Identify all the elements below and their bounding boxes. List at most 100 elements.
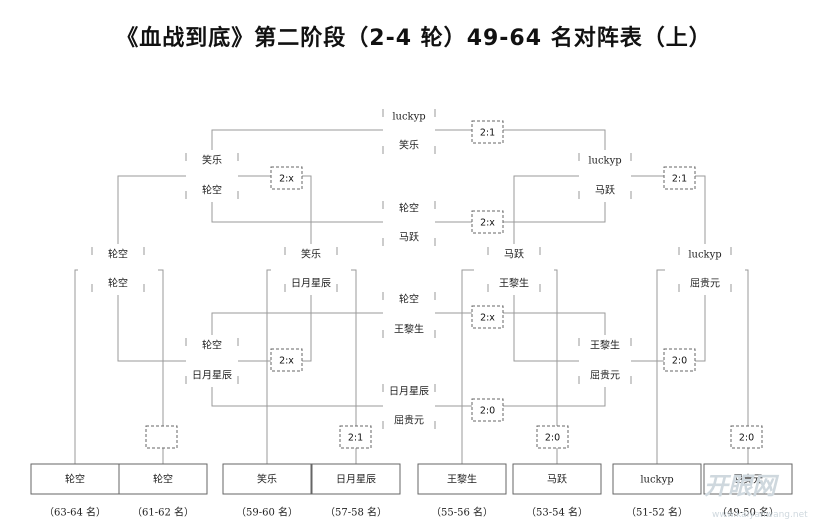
score-box-5 <box>471 305 504 329</box>
score-box-3-text: 2:1 <box>672 174 687 185</box>
watermark-logo: 开眼网 www.kaiyanwang.net <box>704 472 808 520</box>
slot-box-3 <box>222 463 312 495</box>
page-title: 《血战到底》第二阶段（2-4 轮）49-64 名对阵表（上） <box>116 26 712 51</box>
line-m12-right <box>435 387 606 407</box>
line-to-slot-2 <box>158 269 164 464</box>
match-7-top-player: 马跃 <box>504 249 524 261</box>
match-11-bottom-player: 屈贵元 <box>590 369 620 382</box>
match-12-bottom-player: 屈贵元 <box>394 414 424 427</box>
line-m11-m8 <box>631 295 706 362</box>
score-box-2-text: 2:x <box>279 174 294 185</box>
line-m1-left <box>211 129 383 150</box>
score-box-11 <box>536 425 569 449</box>
match-4-bottom-player: 马跃 <box>399 232 419 244</box>
line-m1-right <box>435 129 606 150</box>
match-4-top-player: 轮空 <box>399 202 419 215</box>
bracket-lines <box>74 109 749 464</box>
slot-6-player: 马跃 <box>547 474 567 486</box>
score-box-11-text: 2:0 <box>545 433 560 444</box>
score-box-12 <box>730 425 763 449</box>
match-7-bottom-player: 王黎生 <box>499 277 529 290</box>
score-box-7 <box>663 348 696 372</box>
match-2-top-player: 笑乐 <box>202 154 222 167</box>
line-to-slot-5 <box>461 269 474 464</box>
slot-1-rank: （63-64 名） <box>44 506 106 519</box>
score-box-8 <box>471 398 504 422</box>
slot-4-player: 日月星辰 <box>336 474 376 486</box>
slot-box-2 <box>118 463 208 495</box>
match-5-bottom-player: 轮空 <box>108 277 128 290</box>
score-box-1-text: 2:1 <box>480 128 495 139</box>
line-to-slot-3 <box>266 269 271 464</box>
slot-4-rank: （57-58 名） <box>325 506 387 519</box>
score-box-2 <box>270 166 303 190</box>
slot-8-rank: （49-50 名） <box>717 506 779 519</box>
score-box-3 <box>663 166 696 190</box>
slot-7-player: luckyp <box>640 475 673 486</box>
score-box-7-text: 2:0 <box>672 356 687 367</box>
line-m10-m6 <box>238 295 312 362</box>
match-2-bottom-player: 轮空 <box>202 184 222 197</box>
match-10-bottom-player: 日月星辰 <box>192 370 232 382</box>
line-m9-left <box>211 312 383 335</box>
match-1-bottom-player: 笑乐 <box>399 139 419 152</box>
slot-box-5 <box>417 463 507 495</box>
line-m12-left <box>211 387 383 407</box>
slot-box-6 <box>512 463 602 495</box>
match-3-bottom-player: 马跃 <box>595 185 615 197</box>
slot-box-7 <box>612 463 702 495</box>
line-m4-left <box>211 202 383 223</box>
line-to-slot-1 <box>74 269 78 464</box>
score-box-10 <box>339 425 372 449</box>
slot-6-rank: （53-54 名） <box>526 506 588 519</box>
match-3-top-player: luckyp <box>588 156 621 167</box>
match-11-top-player: 王黎生 <box>590 339 620 352</box>
score-box-6 <box>270 348 303 372</box>
score-box-9 <box>145 425 178 449</box>
slot-2-rank: （61-62 名） <box>132 506 194 519</box>
score-box-5-text: 2:x <box>480 313 495 324</box>
line-m11-m7 <box>513 295 579 362</box>
score-box-4-text: 2:x <box>480 218 495 229</box>
slot-1-player: 轮空 <box>65 473 85 486</box>
line-m9-right <box>435 312 606 335</box>
line-m10-m5 <box>117 295 186 362</box>
line-to-slot-8 <box>745 269 749 464</box>
match-9-bottom-player: 王黎生 <box>394 323 424 336</box>
slot-7-rank: （51-52 名） <box>626 506 688 519</box>
line-m4-right <box>435 202 606 223</box>
slot-box-1 <box>30 463 120 495</box>
line-m2-m5 <box>117 175 186 244</box>
match-5-top-player: 轮空 <box>108 248 128 261</box>
score-box-6-text: 2:x <box>279 356 294 367</box>
match-8-top-player: luckyp <box>688 250 721 261</box>
slot-3-player: 笑乐 <box>257 473 277 486</box>
slot-5-player: 王黎生 <box>447 473 477 486</box>
match-1-top-player: luckyp <box>392 112 425 123</box>
slot-box-4 <box>311 463 401 495</box>
slot-3-rank: （59-60 名） <box>236 506 298 519</box>
slot-5-rank: （55-56 名） <box>431 506 493 519</box>
line-to-slot-6 <box>554 269 558 464</box>
watermark-text: 开眼网 <box>704 472 780 500</box>
match-8-bottom-player: 屈贵元 <box>690 277 720 290</box>
match-12-top-player: 日月星辰 <box>389 386 429 398</box>
score-box-12-text: 2:0 <box>739 433 754 444</box>
score-box-4 <box>471 210 504 234</box>
line-m2-m6 <box>238 175 312 244</box>
line-m3-m7 <box>513 175 579 244</box>
score-box-10-text: 2:1 <box>348 433 363 444</box>
line-m3-m8 <box>631 175 706 244</box>
score-box-8-text: 2:0 <box>480 406 495 417</box>
match-9-top-player: 轮空 <box>399 293 419 306</box>
match-6-top-player: 笑乐 <box>301 248 321 261</box>
line-to-slot-4 <box>351 269 357 464</box>
slot-box-8 <box>703 463 793 495</box>
slot-2-player: 轮空 <box>153 473 173 486</box>
match-6-bottom-player: 日月星辰 <box>291 278 331 290</box>
watermark-subtext: www.kaiyanwang.net <box>712 510 808 520</box>
line-to-slot-7 <box>656 269 665 464</box>
match-10-top-player: 轮空 <box>202 339 222 352</box>
slot-8-player: 屈贵元 <box>733 473 763 486</box>
